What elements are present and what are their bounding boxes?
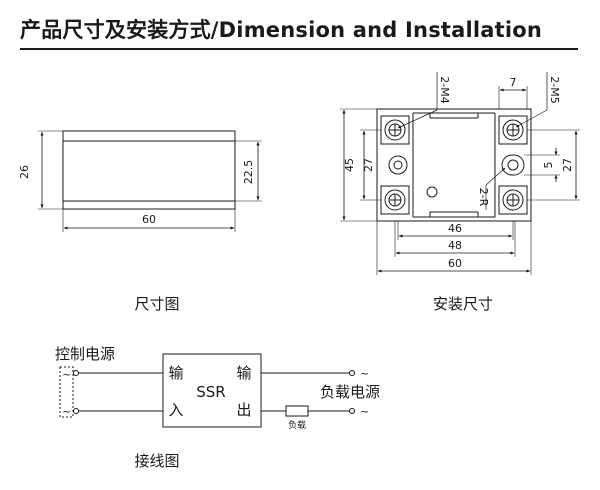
- dim-label-7: 7: [510, 76, 517, 89]
- dim-label-2-m4: 2-M4: [438, 76, 451, 103]
- dim-label-60: 60: [142, 213, 156, 226]
- control-terminal-minus: [73, 408, 79, 414]
- dim-label-60-top: 60: [448, 257, 462, 270]
- dim-label-26: 26: [18, 165, 31, 179]
- dim-label-2-r: 2-R: [477, 188, 490, 207]
- ssr-output-label-top: 输: [236, 364, 251, 382]
- ssr-label: SSR: [196, 383, 225, 401]
- mount-hole-left: [388, 155, 408, 175]
- screw-bottom-right: [502, 189, 524, 211]
- control-source-box: [59, 366, 74, 418]
- side-view-caption: 尺寸图: [134, 295, 179, 313]
- load-source-label: 负载电源: [320, 383, 380, 401]
- screw-bottom-left: [384, 189, 406, 211]
- ssr-input-label-bottom: 入: [168, 401, 183, 419]
- load-tilde-bottom: ~: [360, 405, 369, 418]
- dim-label-5: 5: [542, 162, 555, 169]
- page-title: 产品尺寸及安装方式/Dimension and Installation: [20, 18, 543, 42]
- side-view-body: [62, 130, 236, 210]
- ssr-input-label-top: 输: [168, 364, 183, 382]
- ssr-output-label-bottom: 出: [236, 401, 251, 419]
- screw-top-left: [384, 119, 406, 141]
- load-label: 负载: [288, 419, 306, 431]
- control-tilde-bottom: ~: [62, 405, 71, 418]
- top-view: [340, 72, 580, 275]
- mount-slot-right: [501, 154, 525, 176]
- load-resistor: [285, 405, 309, 417]
- dim-label-48: 48: [448, 239, 462, 252]
- dim-label-27-left: 27: [362, 158, 375, 172]
- screw-top-right: [502, 119, 524, 141]
- title-underline: [20, 48, 578, 50]
- control-terminal-plus: [73, 370, 79, 376]
- dim-label-22-5: 22.5: [242, 160, 255, 185]
- dim-label-45: 45: [343, 158, 356, 172]
- wiring-diagram: [59, 353, 355, 428]
- leader-2-m4: [397, 109, 438, 129]
- dim-label-2-m5: 2-M5: [548, 76, 561, 103]
- ssr-box: [162, 353, 262, 428]
- wiring-caption: 接线图: [134, 452, 179, 470]
- load-tilde-top: ~: [360, 367, 369, 380]
- top-view-caption: 安装尺寸: [433, 295, 493, 313]
- side-view: [38, 130, 262, 232]
- dim-label-46: 46: [448, 222, 462, 235]
- indicator-led: [426, 186, 438, 198]
- load-terminal-top: [349, 370, 355, 376]
- leader-2-r: [485, 167, 506, 186]
- dim-label-27-right: 27: [561, 158, 574, 172]
- control-tilde-top: ~: [62, 368, 71, 381]
- load-terminal-bottom: [349, 408, 355, 414]
- control-source-label: 控制电源: [55, 345, 115, 363]
- leader-2-m5: [515, 109, 548, 128]
